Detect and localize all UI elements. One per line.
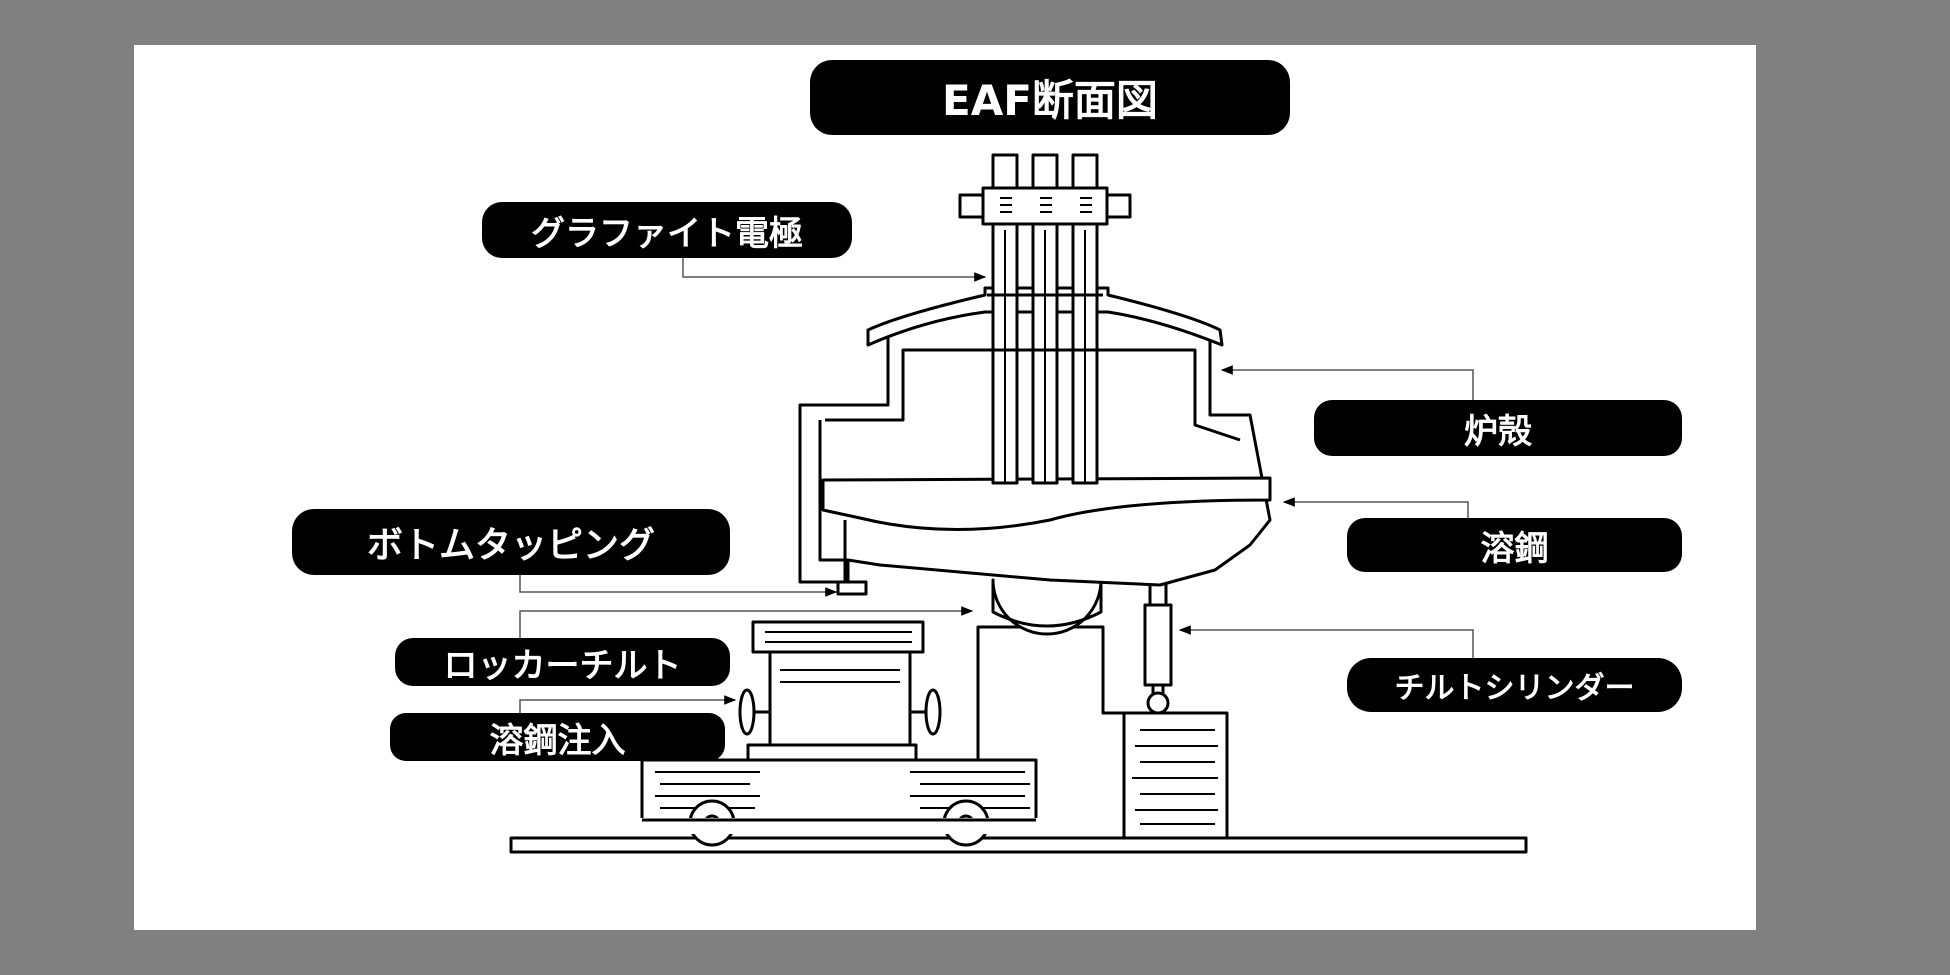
- leader-shell: [1220, 365, 1474, 400]
- ladle: [738, 620, 942, 762]
- ground-rail: [509, 836, 1528, 854]
- rocker-cradle: [991, 578, 1103, 636]
- ladle-car: [632, 758, 1052, 847]
- label-rocker-tilt: ロッカーチルト: [395, 638, 730, 686]
- leader-electrode: [682, 258, 987, 282]
- leader-bottom-tapping: [519, 575, 838, 597]
- label-pouring: 溶鋼注入: [390, 713, 725, 761]
- label-molten-steel: 溶鋼: [1347, 518, 1682, 572]
- tap-hole: [836, 580, 868, 596]
- tilt-base: [1122, 711, 1229, 840]
- molten-steel: [821, 476, 1272, 531]
- title-label: EAF断面図: [810, 60, 1290, 135]
- label-tilt-cylinder: チルトシリンダー: [1347, 658, 1682, 712]
- furnace-roof: [866, 286, 1224, 347]
- electrode-clamp: [958, 186, 1132, 226]
- label-shell: 炉殻: [1314, 400, 1682, 456]
- label-bottom-tapping: ボトムタッピング: [292, 509, 730, 575]
- leader-pouring: [519, 695, 737, 713]
- label-electrode: グラファイト電極: [482, 202, 852, 258]
- leader-molten-steel: [1282, 497, 1469, 518]
- leader-rocker-tilt: [519, 606, 974, 638]
- leader-tilt-cylinder: [1178, 625, 1474, 658]
